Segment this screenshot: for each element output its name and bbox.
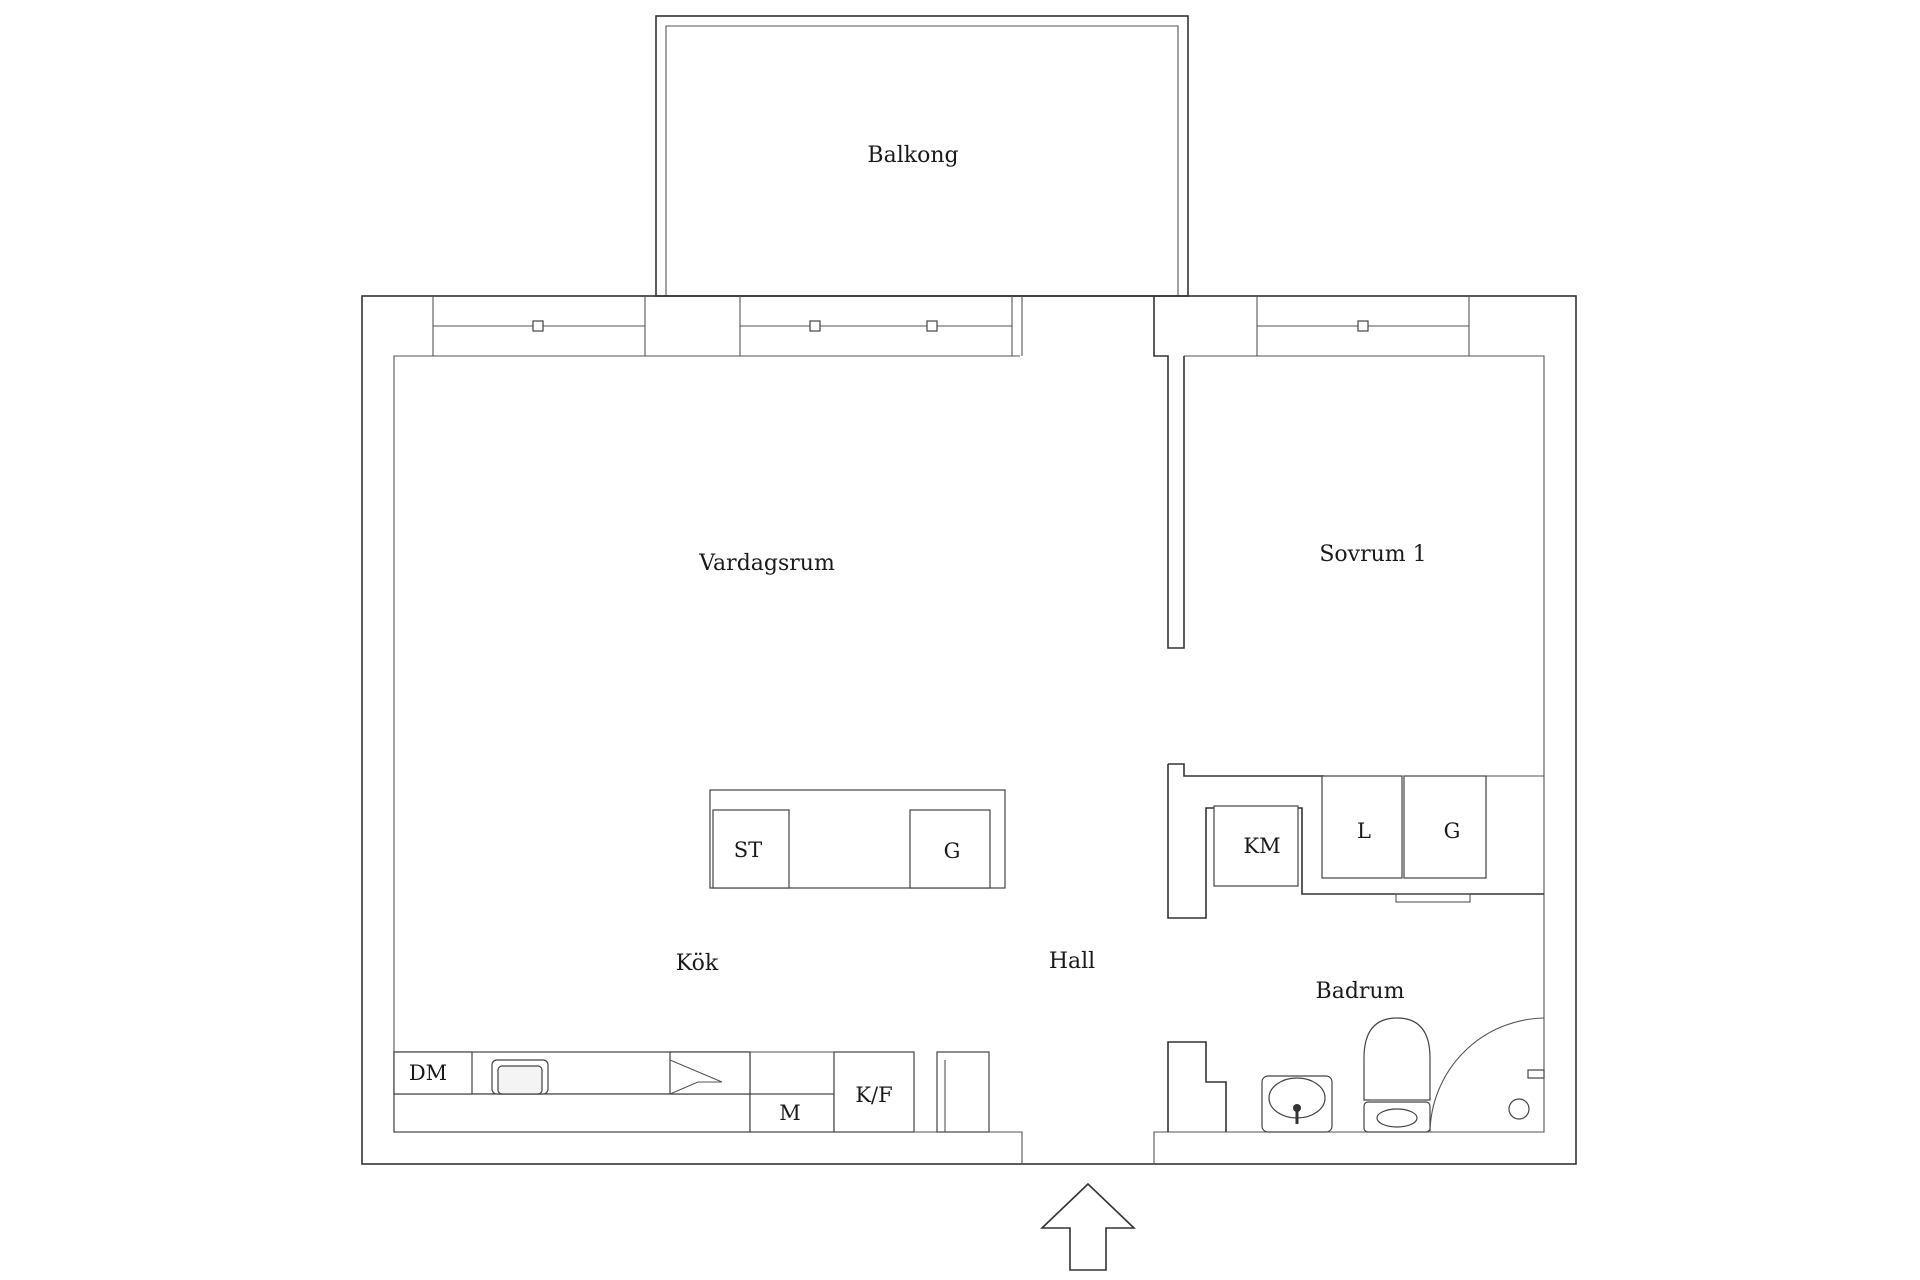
closet-top-wall [1168,763,1324,777]
room-label-kitchen: Kök [676,951,719,976]
wardrobe [1403,775,1487,879]
laundry-machine [1213,805,1299,887]
shower-drain-icon [1508,1098,1530,1120]
living-bedroom-wall [1153,296,1185,649]
microwave-label: M [779,1101,801,1125]
window-bedroom [1256,296,1470,356]
washbasin [1261,1075,1333,1133]
linen-closet [1321,775,1403,879]
counter-base [393,1093,751,1133]
room-label-hall: Hall [1049,949,1095,974]
room-label-living: Vardagsrum [698,551,835,576]
entrance-arrow-icon [1040,1182,1136,1271]
balcony-inner-edge [665,25,1179,296]
windows [432,296,1470,356]
fridge-freezer-label: K/F [855,1083,892,1107]
room-label-bedroom: Sovrum 1 [1319,542,1426,567]
laundry-wall [1167,764,1544,919]
drainboard [669,1051,751,1095]
kitchen-island: ST G [709,789,1006,889]
kitchen-counter: DM M K/F [393,1051,990,1133]
toilet [1363,1017,1431,1133]
stove [712,809,790,889]
shower-tap [1527,1069,1545,1079]
inner-wall-face-left [393,355,1023,1164]
room-label-balcony: Balkong [867,143,958,168]
bathroom-left-wall [1167,1041,1227,1132]
window-living-2 [739,296,1023,356]
dishwasher-label: DM [409,1061,447,1085]
stove-label: ST [734,838,762,862]
room-label-bathroom: Badrum [1316,979,1405,1004]
laundry-machine-label: KM [1243,834,1280,858]
bathroom-fixtures [1261,1017,1545,1133]
inner-wall-face-right [1153,355,1545,1164]
window-living-1 [432,296,646,356]
fridge-freezer [833,1051,915,1133]
interior-walls [1153,296,1544,1132]
bathroom-door-frame [1395,893,1471,903]
hall-closets: KM L G [1213,775,1487,887]
dishwasher [393,1051,473,1095]
tall-cabinet [936,1051,990,1133]
wardrobe-label: G [1444,819,1461,843]
linen-closet-label: L [1357,819,1371,843]
island-cabinet [909,809,991,889]
island-cabinet-label: G [944,839,961,863]
outer-wall-outline [361,295,1577,1165]
bedroom-bottom-wall [1485,775,1544,878]
shower [1429,1017,1545,1133]
